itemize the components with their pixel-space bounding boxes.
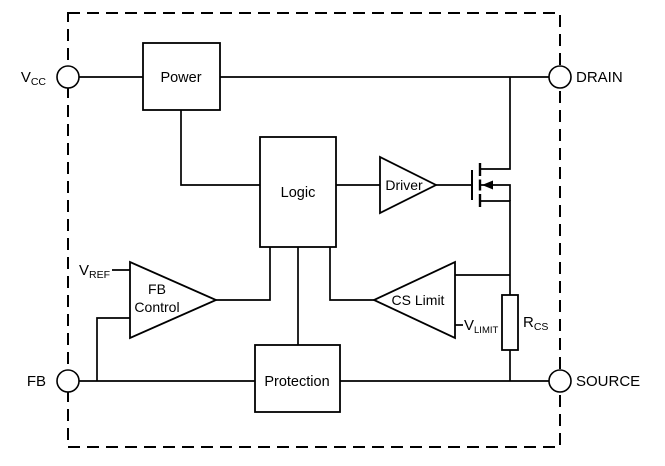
rcs-resistor bbox=[501, 294, 519, 351]
wire-fbcontrol-to-logic bbox=[216, 247, 271, 301]
fb-control-triangle bbox=[129, 260, 219, 340]
fb-control-label-line2: Control bbox=[134, 299, 179, 315]
mosfet-source-lead bbox=[480, 200, 511, 295]
wire-fb-branch-to-fbcontrol bbox=[96, 317, 130, 381]
protection-block bbox=[254, 344, 341, 413]
rcs-label: RCS bbox=[523, 314, 548, 333]
logic-label: Logic bbox=[281, 185, 316, 201]
logic-block bbox=[259, 136, 337, 248]
wire-cslimit-to-logic bbox=[329, 247, 374, 301]
wires bbox=[79, 76, 549, 382]
power-label: Power bbox=[160, 70, 201, 86]
protection-label: Protection bbox=[264, 374, 329, 390]
fb-pin-label: FB bbox=[27, 373, 46, 390]
mosfet-body-lead bbox=[480, 184, 511, 201]
cs-limit-label: CS Limit bbox=[392, 292, 445, 308]
mosfet bbox=[471, 77, 511, 295]
drain-pin bbox=[548, 65, 572, 89]
vref-label: VREF bbox=[79, 262, 110, 281]
cs-limit-triangle bbox=[371, 260, 456, 340]
pins: VCC DRAIN FB SOURCE bbox=[21, 65, 640, 393]
source-pin bbox=[548, 369, 572, 393]
driver-label: Driver bbox=[385, 177, 423, 193]
driver-triangle bbox=[379, 155, 439, 215]
fb-control-label-line1: FB bbox=[148, 281, 166, 297]
power-block bbox=[142, 42, 221, 111]
mosfet-drain-lead bbox=[480, 77, 511, 170]
ic-boundary bbox=[67, 12, 561, 448]
vlimit-label: VLIMIT bbox=[464, 317, 498, 336]
mosfet-body-arrow-icon bbox=[482, 180, 493, 190]
vcc-pin-label: VCC bbox=[21, 69, 47, 88]
source-pin-label: SOURCE bbox=[576, 373, 640, 390]
wire-power-to-logic bbox=[180, 110, 260, 186]
vcc-pin bbox=[56, 65, 80, 89]
fb-pin bbox=[56, 369, 80, 393]
drain-pin-label: DRAIN bbox=[576, 69, 623, 86]
